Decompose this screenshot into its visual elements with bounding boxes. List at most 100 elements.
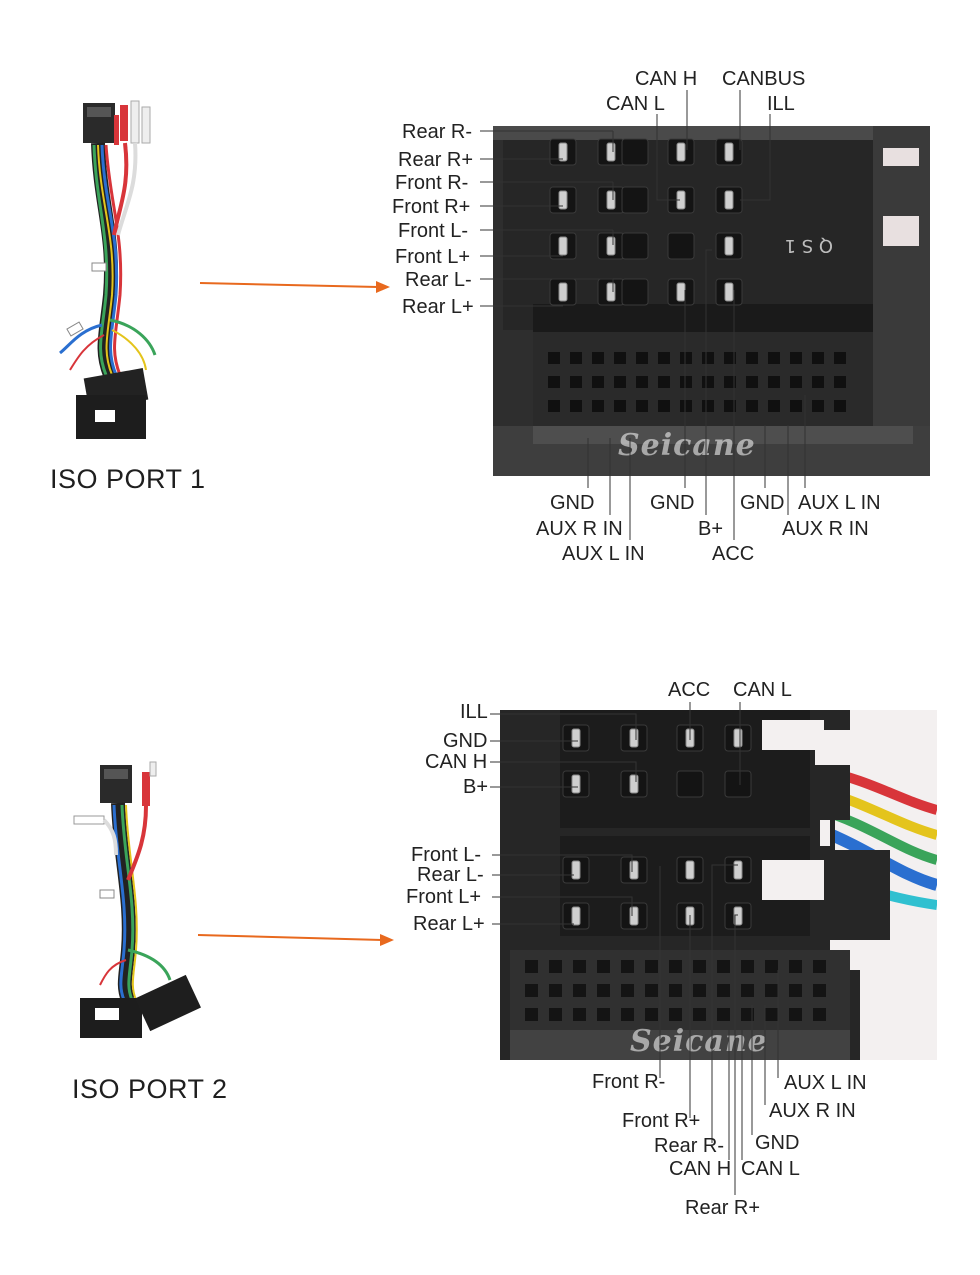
socket — [765, 984, 778, 997]
socket — [570, 352, 582, 364]
socket — [834, 352, 846, 364]
socket — [724, 400, 736, 412]
label-gnd-a: GND — [550, 492, 594, 514]
socket — [621, 984, 634, 997]
socket — [548, 376, 560, 388]
socket — [614, 400, 626, 412]
socket — [680, 352, 692, 364]
label-front-r-minus: Front R- — [395, 172, 468, 194]
socket — [614, 352, 626, 364]
socket — [812, 400, 824, 412]
label-canbus: CANBUS — [722, 68, 805, 90]
socket — [592, 376, 604, 388]
socket — [658, 400, 670, 412]
label-gnd-c: GND — [740, 492, 784, 514]
socket — [676, 770, 704, 798]
connector-photo: Seicane — [500, 710, 937, 1060]
label-can-l-top: CAN L — [733, 679, 792, 701]
socket — [548, 400, 560, 412]
iso-harness-icon — [59, 100, 157, 439]
socket — [597, 960, 610, 973]
socket — [549, 1008, 562, 1021]
socket — [765, 960, 778, 973]
socket — [636, 352, 648, 364]
socket — [621, 278, 649, 306]
label-aux-r-in-b: AUX R IN — [782, 518, 869, 540]
label-b-plus: B+ — [463, 776, 488, 798]
label-front-l-plus: Front L+ — [406, 886, 481, 908]
bottom-socket-grid — [525, 960, 826, 1021]
socket — [621, 960, 634, 973]
socket — [645, 960, 658, 973]
pin — [724, 282, 734, 302]
port-title: ISO PORT 2 — [72, 1074, 228, 1104]
label-rear-r-minus: Rear R- — [402, 121, 472, 143]
socket — [768, 400, 780, 412]
label-front-r-plus: Front R+ — [622, 1110, 700, 1132]
socket — [790, 352, 802, 364]
arrow-right-icon — [199, 281, 390, 293]
iso-port-2-section: ISO PORT 2 Seicane — [0, 610, 980, 1275]
iso-port-1-section: ISO PORT 1 Q S 1 Seicane CAN H CANBUS — [0, 0, 980, 600]
pin — [724, 236, 734, 256]
label-acc: ACC — [712, 543, 754, 565]
bottom-socket-grid — [548, 352, 846, 412]
connector-photo: Q S 1 Seicane — [493, 126, 930, 476]
socket — [597, 1008, 610, 1021]
pin — [558, 190, 568, 210]
socket — [680, 376, 692, 388]
label-rear-l-plus: Rear L+ — [413, 913, 485, 935]
socket — [741, 984, 754, 997]
pin-socket-grid — [549, 138, 743, 306]
socket — [746, 376, 758, 388]
socket — [645, 1008, 658, 1021]
socket — [702, 352, 714, 364]
label-ill: ILL — [767, 93, 795, 115]
label-rear-l-plus: Rear L+ — [402, 296, 474, 318]
watermark: Seicane — [618, 428, 756, 463]
socket — [592, 400, 604, 412]
socket — [812, 376, 824, 388]
socket — [790, 400, 802, 412]
pin-callouts: CAN H CANBUS CAN L ILL Rear R- Rear R+ F… — [392, 68, 881, 565]
socket — [834, 376, 846, 388]
socket — [702, 376, 714, 388]
socket — [669, 960, 682, 973]
socket — [746, 400, 758, 412]
socket — [621, 186, 649, 214]
socket — [570, 400, 582, 412]
socket — [717, 984, 730, 997]
pin — [571, 906, 581, 926]
socket — [768, 376, 780, 388]
socket — [765, 1008, 778, 1021]
socket — [614, 376, 626, 388]
label-rear-l-minus: Rear L- — [417, 864, 484, 886]
socket — [834, 400, 846, 412]
label-aux-r-in-a: AUX R IN — [536, 518, 623, 540]
socket — [549, 960, 562, 973]
pin — [685, 860, 695, 880]
label-gnd-bottom: GND — [755, 1132, 799, 1154]
socket — [812, 352, 824, 364]
socket — [741, 960, 754, 973]
label-rear-l-minus: Rear L- — [405, 269, 472, 291]
socket — [597, 984, 610, 997]
socket — [636, 400, 648, 412]
socket — [549, 984, 562, 997]
socket — [525, 1008, 538, 1021]
socket — [621, 1008, 634, 1021]
pin — [558, 142, 568, 162]
pin — [676, 142, 686, 162]
socket — [724, 376, 736, 388]
label-rear-r-minus: Rear R- — [654, 1135, 724, 1157]
socket — [667, 232, 695, 260]
socket — [669, 1008, 682, 1021]
label-aux-l-in-a: AUX L IN — [562, 543, 645, 565]
pin — [558, 236, 568, 256]
socket — [724, 352, 736, 364]
socket — [658, 352, 670, 364]
label-front-l-minus: Front L- — [411, 844, 481, 866]
label-can-l: CAN L — [606, 93, 665, 115]
pin-socket-grid — [562, 724, 752, 930]
socket — [525, 984, 538, 997]
